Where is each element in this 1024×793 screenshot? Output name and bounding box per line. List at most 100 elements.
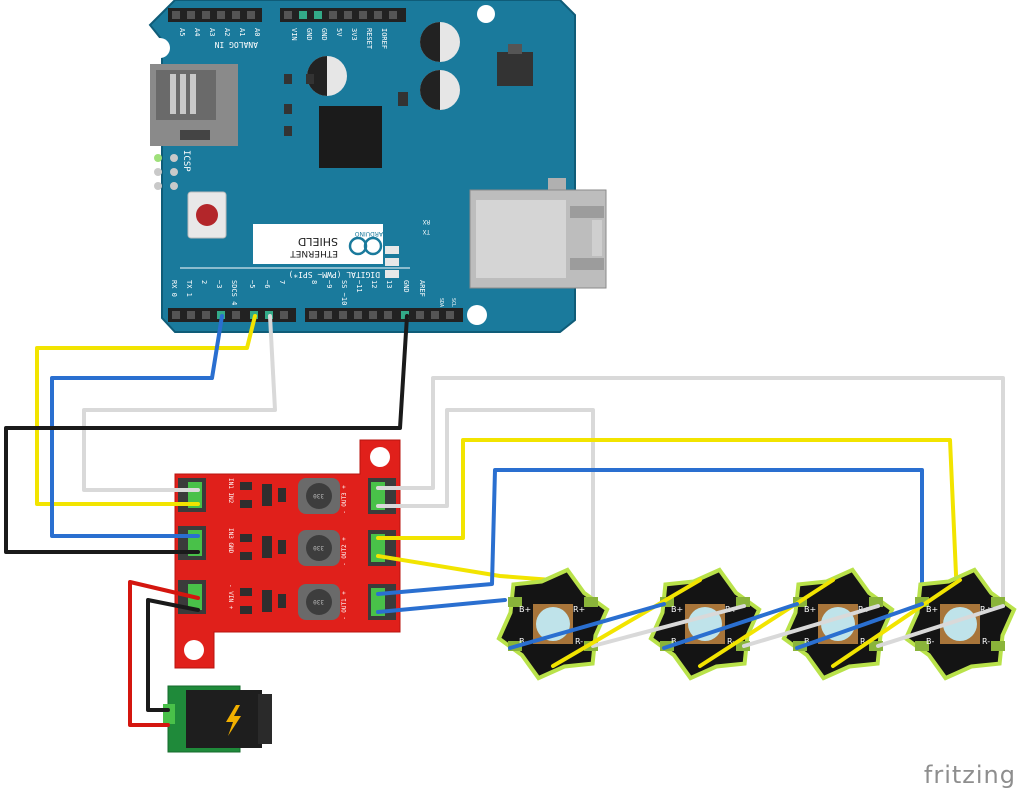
wire-chain-blue-1 [508, 602, 666, 650]
pin-label-a3: A3 [208, 28, 216, 36]
wire-blue-out1-a [376, 468, 924, 602]
pin-label-a5: A5 [178, 28, 186, 36]
logo-panel [253, 224, 383, 264]
led-pin-label: B- [804, 637, 812, 646]
wire-yellow-out2-b [376, 554, 554, 582]
led-pin-label: R- [860, 637, 868, 646]
pin-label-d11: ~11 [355, 280, 363, 293]
mount-hole [467, 305, 487, 325]
pin-label-d2: 2 [200, 280, 208, 284]
board-name: ETHERNET [290, 248, 338, 258]
pin-label-vin: VIN [290, 28, 298, 41]
wire-blue-out1-b [376, 598, 507, 614]
capacitor-3 [420, 70, 460, 110]
driver-in-label-1: IN1 IN2 [227, 478, 234, 504]
pin-label-d8: 8 [310, 280, 318, 284]
pin-label-d1: TX 1 [185, 280, 193, 297]
wire-red-vin [128, 580, 200, 727]
rx-led-label: RX [422, 218, 430, 225]
power-bolt-icon [226, 705, 241, 736]
driver-out-label-3: - OUT3 + [341, 485, 348, 514]
led-pin-label: B+ [804, 605, 816, 614]
pin-label-3v3: 3V3 [350, 28, 358, 41]
wire-chain-white-3 [876, 604, 1005, 648]
wire-chain-yellow-3 [831, 578, 962, 668]
sd-card-slot [150, 64, 238, 146]
reset-button[interactable] [187, 191, 227, 239]
pin-label-gnd: GND [402, 280, 410, 293]
capacitor-1 [307, 56, 347, 96]
output-terminals [368, 478, 396, 620]
wire-yellow-pin5 [35, 314, 257, 506]
pin-label-reset: RESET [365, 28, 373, 50]
digital-header-label: DIGITAL (PWM~ SPI*) [288, 270, 380, 279]
pin-label-a4: A4 [193, 28, 201, 36]
voltage-regulator [497, 44, 533, 86]
analog-in-label: ANALOG IN [214, 40, 258, 49]
arduino-logo: ETHERNET SHIELD ARDUINO [290, 230, 383, 258]
pin-label-gnd2: GND [320, 28, 328, 41]
wires [4, 314, 1005, 727]
driver-out-label-2: - OUT2 + [341, 537, 348, 566]
led-pin-label: R+ [573, 605, 585, 614]
dc-power-jack [163, 685, 272, 753]
ethernet-shield: A5 A4 A3 A2 A1 A0 VIN GND GND 5V 3V3 RES… [148, 0, 607, 333]
led-pin-label: B+ [519, 605, 531, 614]
pin-label-d7: 7 [278, 280, 286, 284]
led-pin-label: B+ [926, 605, 938, 614]
pin-label-scl: SCL [450, 298, 456, 307]
icsp-label: ICSP [181, 150, 191, 172]
inductor-label-2: 330 [313, 544, 324, 551]
brand-label: ARDUINO [354, 230, 383, 237]
capacitor-2 [420, 22, 460, 62]
led-pin-label: B+ [671, 605, 683, 614]
inductor-label-1: 330 [313, 492, 324, 499]
wire-black-gnd [4, 314, 409, 554]
wire-chain-yellow-2 [698, 578, 835, 668]
fritzing-watermark: fritzing [923, 761, 1016, 789]
wire-chain-blue-2 [662, 602, 799, 650]
pin-label-d12: 12 [370, 280, 378, 288]
wire-white-pin6 [82, 314, 277, 492]
led-star-4: B+R+B-R- [903, 567, 1017, 681]
pin-label-a1: A1 [238, 28, 246, 36]
wire-chain-white-1 [591, 604, 746, 648]
pin-label-d10: SS ~10 [340, 280, 348, 305]
wire-yellow-out2-a [376, 438, 962, 666]
board-sub: SHIELD [298, 235, 338, 248]
tx-led-label: TX [422, 228, 430, 235]
mount-hole [150, 38, 170, 58]
rj45-jack [469, 178, 607, 289]
pin-label-ioref: IOREF [380, 28, 388, 49]
pin-label-5v: 5V [335, 28, 343, 37]
driver-out-label-1: - OUT1 + [341, 591, 348, 620]
inductor-label-3: 330 [313, 598, 324, 605]
led-driver-board: 330 330 330 IN1 IN2 IN3 GND - VIN + - OU… [174, 439, 401, 669]
driver-in-label-2: IN3 GND [227, 528, 234, 554]
wire-white-out3-b [376, 408, 595, 604]
led-pin-label: R- [575, 637, 583, 646]
pin-label-d4: SDCS 4 [230, 280, 238, 305]
wire-white-out3-a [376, 376, 1005, 628]
inductor-2 [298, 530, 340, 566]
driver-in-label-3: - VIN + [227, 584, 234, 610]
driver-smd-parts [240, 482, 286, 614]
wire-chain-yellow-1 [551, 578, 702, 668]
led-pin-label: R- [727, 637, 735, 646]
inductor-1 [298, 478, 340, 514]
led-pin-label: B- [926, 637, 934, 646]
pin-label-d0: RX 0 [170, 280, 178, 297]
smd-components [284, 74, 408, 136]
pin-label-a0: A0 [253, 28, 261, 36]
wire-chain-white-2 [742, 604, 880, 648]
led-pin-label: B- [519, 637, 527, 646]
pin-label-aref: AREF [418, 280, 426, 297]
pin-label-a2: A2 [223, 28, 231, 36]
power-header [280, 8, 406, 22]
led-pin-label: B- [671, 637, 679, 646]
ethernet-chip [319, 106, 382, 168]
pin-label-d5: ~5 [248, 280, 256, 288]
pin-label-d13: 13 [385, 280, 393, 288]
mount-hole [477, 5, 495, 23]
